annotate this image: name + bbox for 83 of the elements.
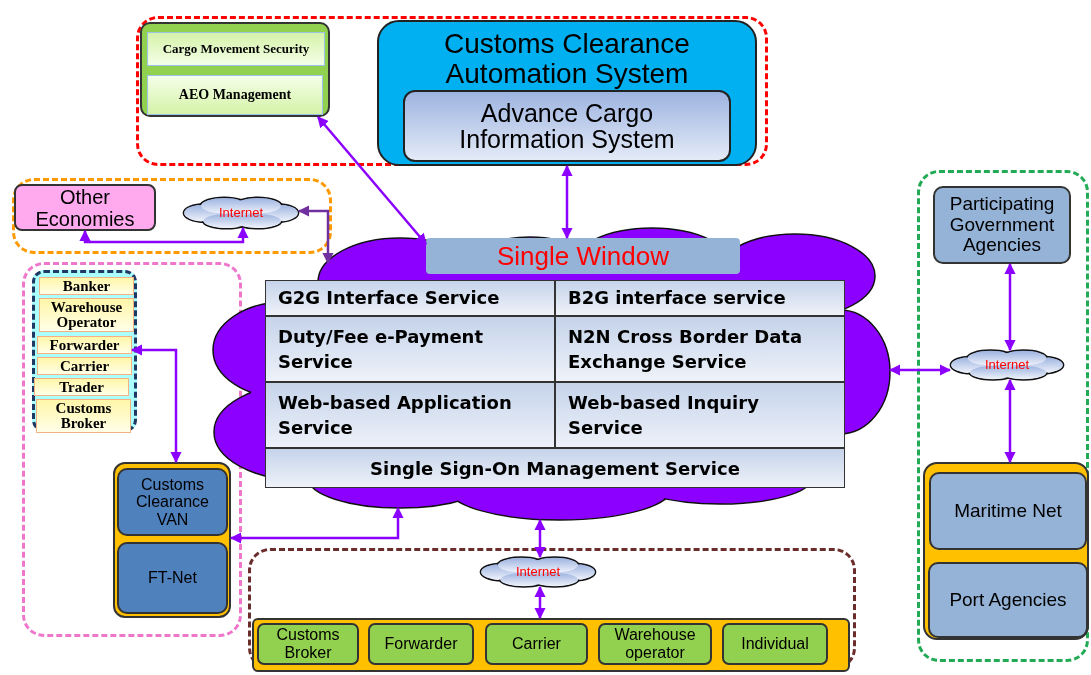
network-box [117, 542, 228, 614]
system-container [923, 462, 1089, 640]
box-label: Single Sign-On Management Service [370, 457, 740, 479]
box-label: G2G Interface Service [278, 286, 500, 311]
box-label: N2N Cross Border Data Exchange Service [568, 324, 804, 374]
box-label: Customs Broker [54, 401, 113, 431]
user-box [598, 623, 712, 665]
service-cell [555, 382, 845, 448]
box-label: Forwarder [384, 635, 458, 653]
box-label: Maritime Net [954, 500, 1062, 522]
connector-arrow [534, 518, 546, 559]
service-cell [265, 448, 845, 488]
box-label: Web-based Application Service [278, 390, 513, 440]
connector-arrow [534, 585, 546, 620]
service-cell [265, 316, 555, 382]
service-cell [265, 382, 555, 448]
network-box [929, 472, 1087, 550]
role-bar [39, 277, 134, 295]
box-label: Individual [741, 635, 809, 653]
role-bar [37, 357, 132, 375]
service-cell [555, 316, 845, 382]
network-box [117, 468, 228, 536]
user-box [485, 623, 588, 665]
service-table [265, 280, 845, 488]
service-cell [265, 280, 555, 316]
box-label: Banker [62, 278, 111, 294]
box-label: AEO Management [178, 87, 292, 103]
box-label: Customs Broker [275, 626, 341, 662]
cloud-label: Internet [984, 357, 1030, 373]
user-box [257, 623, 359, 665]
box-label: Web-based Inquiry Service [568, 390, 760, 440]
user-box [368, 623, 474, 665]
user-box [722, 623, 828, 665]
connector-arrow [1004, 262, 1016, 352]
cloud-label: Internet [515, 564, 561, 580]
dashed-group-boundary [136, 16, 768, 166]
cloud-label: Internet [218, 205, 264, 221]
connector-arrow [79, 226, 249, 244]
dashed-group-boundary [22, 262, 242, 637]
service-cell [555, 280, 845, 316]
role-bar [37, 336, 132, 354]
box-label: Port Agencies [949, 589, 1067, 611]
system-box [377, 20, 757, 166]
security-panel [140, 22, 330, 117]
box-label: Trader [59, 379, 104, 395]
connector-arrow [130, 344, 182, 464]
module-bar [147, 32, 325, 66]
box-label: Customs Clearance Automation System [443, 29, 691, 90]
system-container [113, 462, 231, 618]
connector-arrow [229, 506, 404, 544]
connector-arrow [888, 364, 952, 376]
economy-box [14, 184, 156, 231]
box-label: Customs Clearance VAN [135, 475, 210, 529]
box-label: Forwarder [49, 337, 120, 353]
connector-arrow [317, 116, 427, 245]
stakeholder-panel [32, 270, 137, 432]
module-bar [147, 75, 323, 115]
box-label: Warehouse Operator [49, 300, 124, 330]
dashed-group-boundary [248, 548, 856, 670]
box-label: Advance Cargo Information System [458, 99, 676, 153]
box-label: Warehouse operator [613, 626, 697, 662]
box-label: Other Economies [34, 185, 136, 230]
dashed-group-boundary [917, 170, 1089, 662]
role-bar [36, 399, 131, 433]
dashed-group-boundary [12, 178, 332, 254]
box-label: Participating Government Agencies [948, 193, 1056, 257]
system-box [403, 90, 731, 162]
box-label: Duty/Fee e-Payment Service [278, 324, 484, 374]
box-label: FT-Net [148, 569, 197, 587]
agency-box [933, 186, 1071, 264]
box-label: Carrier [59, 358, 110, 374]
role-bar [39, 298, 134, 332]
role-bar [34, 378, 129, 396]
connector-arrow [561, 164, 573, 240]
connector-arrow [1004, 378, 1016, 464]
box-label: Cargo Movement Security [162, 41, 310, 57]
connector-arrow [297, 205, 334, 265]
box-label: Carrier [512, 635, 561, 653]
banner-title: Single Window [497, 241, 669, 271]
title-banner [426, 238, 740, 274]
user-bar [252, 618, 850, 672]
box-label: B2G interface service [568, 286, 786, 311]
agency-box [928, 562, 1088, 638]
